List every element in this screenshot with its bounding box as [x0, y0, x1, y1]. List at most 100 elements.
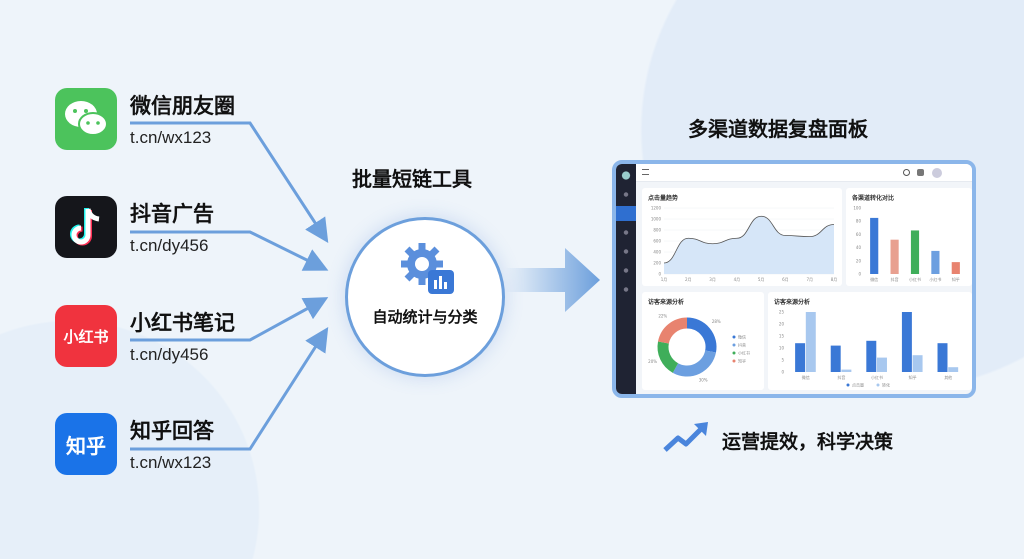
logo-icon — [616, 168, 636, 183]
bar — [890, 239, 899, 274]
sidebar-item[interactable] — [616, 187, 636, 202]
gear-chart-icon — [401, 243, 454, 294]
area-fill — [664, 216, 834, 274]
legend-marker — [732, 343, 736, 347]
legend-label: 抖音 — [738, 342, 746, 348]
x-tick-label: 小红书 — [929, 276, 941, 282]
x-tick-label: 其他 — [944, 374, 952, 380]
x-tick-label: 3月 — [709, 277, 716, 282]
footer-text: 运营提效，科学决策 — [722, 431, 894, 453]
slice-label: 28% — [712, 319, 721, 324]
source-name: 抖音广告 — [130, 202, 214, 226]
icon-text: 小红书 — [63, 327, 109, 346]
x-tick-label: 抖音 — [891, 276, 899, 282]
x-tick-label: 抖音 — [837, 374, 845, 380]
slice-label: 22% — [658, 314, 667, 319]
y-tick-label: 20 — [779, 322, 785, 327]
chart-title: 访客来源分析 — [774, 299, 811, 306]
y-tick-label: 400 — [653, 250, 661, 255]
y-tick-label: 1000 — [651, 217, 662, 222]
y-tick-label: 100 — [853, 206, 861, 211]
x-tick-label: 知乎 — [952, 276, 960, 282]
legend-label: 知乎 — [738, 358, 746, 364]
x-tick-label: 4月 — [734, 277, 741, 282]
sidebar-item[interactable] — [616, 282, 636, 297]
bar — [901, 312, 912, 372]
bar — [931, 250, 940, 274]
slice-label: 30% — [699, 377, 708, 382]
tool-label: 自动统计与分类 — [372, 308, 478, 326]
tool-title: 批量短链工具 — [352, 167, 472, 191]
slice-label: 20% — [648, 359, 657, 364]
sidebar-item[interactable] — [616, 225, 636, 240]
arrow-wechat — [130, 121, 329, 244]
sidebar-item[interactable] — [616, 244, 636, 259]
source-name: 微信朋友圈 — [130, 94, 235, 118]
y-tick-label: 800 — [653, 228, 661, 233]
source-url[interactable]: t.cn/wx123 — [130, 453, 212, 472]
bar — [937, 343, 948, 372]
legend-label: 点击量 — [852, 382, 864, 388]
donut-slice — [657, 341, 679, 373]
source-wechat: 微信朋友圈 t.cn/wx123 — [55, 88, 295, 152]
dashboard-title: 多渠道数据复盘面板 — [688, 117, 868, 141]
y-tick-label: 40 — [856, 245, 862, 250]
x-tick-label: 7月 — [806, 277, 813, 282]
x-tick-label: 小红书 — [871, 374, 883, 380]
icon-text: 知乎 — [66, 433, 106, 458]
bar — [841, 369, 852, 372]
x-tick-label: 知乎 — [909, 374, 917, 380]
bar — [910, 230, 920, 274]
y-tick-label: 20 — [856, 258, 862, 263]
x-tick-label: 微信 — [870, 276, 878, 282]
x-tick-label: 2月 — [685, 277, 692, 282]
grouped-bar-chart: 0510152025微信抖音小红书知乎其他点击量转化 — [779, 310, 959, 388]
trend-up-icon — [663, 422, 708, 452]
y-tick-label: 600 — [653, 239, 661, 244]
source-xiaohongshu: 小红书 小红书笔记 t.cn/dy456 — [55, 305, 295, 369]
bar — [912, 355, 923, 372]
bar — [948, 367, 959, 372]
legend-marker — [846, 383, 850, 387]
arrow-zhihu — [130, 326, 329, 451]
bar — [795, 343, 806, 372]
legend-label: 转化 — [882, 382, 890, 388]
x-tick-label: 5月 — [758, 277, 765, 282]
source-url[interactable]: t.cn/dy456 — [130, 345, 209, 364]
source-douyin: 抖音广告 t.cn/dy456 — [55, 196, 295, 260]
settings-icon[interactable] — [903, 169, 910, 176]
bar — [866, 340, 877, 372]
sidebar-item-active[interactable] — [616, 206, 636, 221]
x-tick-label: 小红书 — [909, 276, 921, 282]
x-tick-label: 6月 — [782, 277, 789, 282]
source-url[interactable]: t.cn/wx123 — [130, 128, 212, 147]
notification-icon[interactable] — [917, 169, 924, 176]
douyin-icon — [55, 196, 117, 258]
chart-title: 点击量趋势 — [648, 195, 679, 202]
donut-slice — [658, 317, 688, 344]
bar — [870, 217, 879, 274]
bar — [830, 345, 841, 372]
wechat-icon — [55, 88, 117, 150]
source-name: 小红书笔记 — [130, 311, 235, 335]
source-url[interactable]: t.cn/dy456 — [130, 236, 209, 255]
y-tick-label: 15 — [779, 334, 785, 339]
source-zhihu: 知乎 知乎回答 t.cn/wx123 — [55, 413, 295, 477]
zhihu-icon: 知乎 — [55, 413, 117, 475]
sidebar-item[interactable] — [616, 263, 636, 278]
big-arrow — [505, 248, 600, 312]
y-tick-label: 60 — [856, 232, 862, 237]
menu-icon[interactable] — [642, 169, 649, 175]
legend-marker — [732, 351, 736, 355]
x-tick-label: 微信 — [802, 374, 810, 380]
y-tick-label: 80 — [856, 219, 862, 224]
legend-marker — [732, 335, 736, 339]
avatar[interactable] — [932, 168, 942, 178]
